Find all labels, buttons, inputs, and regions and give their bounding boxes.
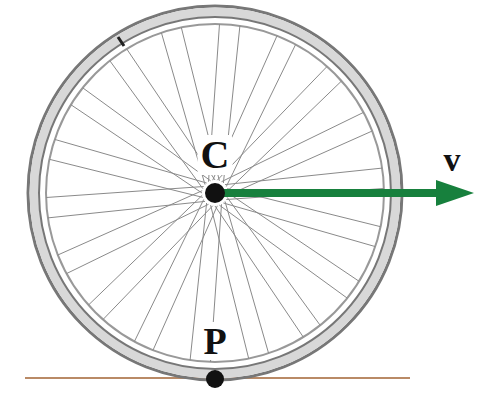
spoke bbox=[228, 81, 342, 191]
spoke bbox=[225, 201, 269, 353]
spoke bbox=[219, 205, 347, 298]
spoke bbox=[89, 195, 203, 305]
spoke bbox=[227, 197, 320, 325]
spoke bbox=[222, 112, 364, 181]
spoke bbox=[83, 88, 211, 181]
valve-stem bbox=[118, 37, 124, 46]
point-label: P bbox=[200, 322, 229, 360]
spoke bbox=[228, 193, 359, 281]
spoke bbox=[46, 187, 204, 198]
spoke bbox=[110, 61, 203, 189]
velocity-arrow-head bbox=[436, 180, 474, 206]
spoke bbox=[67, 204, 209, 273]
velocity-arrow-shaft bbox=[215, 189, 440, 197]
spoke bbox=[215, 206, 303, 337]
spoke bbox=[58, 191, 202, 255]
center-label: C bbox=[198, 135, 233, 175]
spoke bbox=[228, 131, 372, 195]
contact-point-dot bbox=[206, 370, 224, 388]
spoke bbox=[134, 200, 203, 342]
spoke bbox=[71, 105, 202, 193]
hub-dot bbox=[205, 183, 225, 203]
velocity-label: v bbox=[444, 143, 461, 177]
spoke bbox=[226, 45, 295, 187]
